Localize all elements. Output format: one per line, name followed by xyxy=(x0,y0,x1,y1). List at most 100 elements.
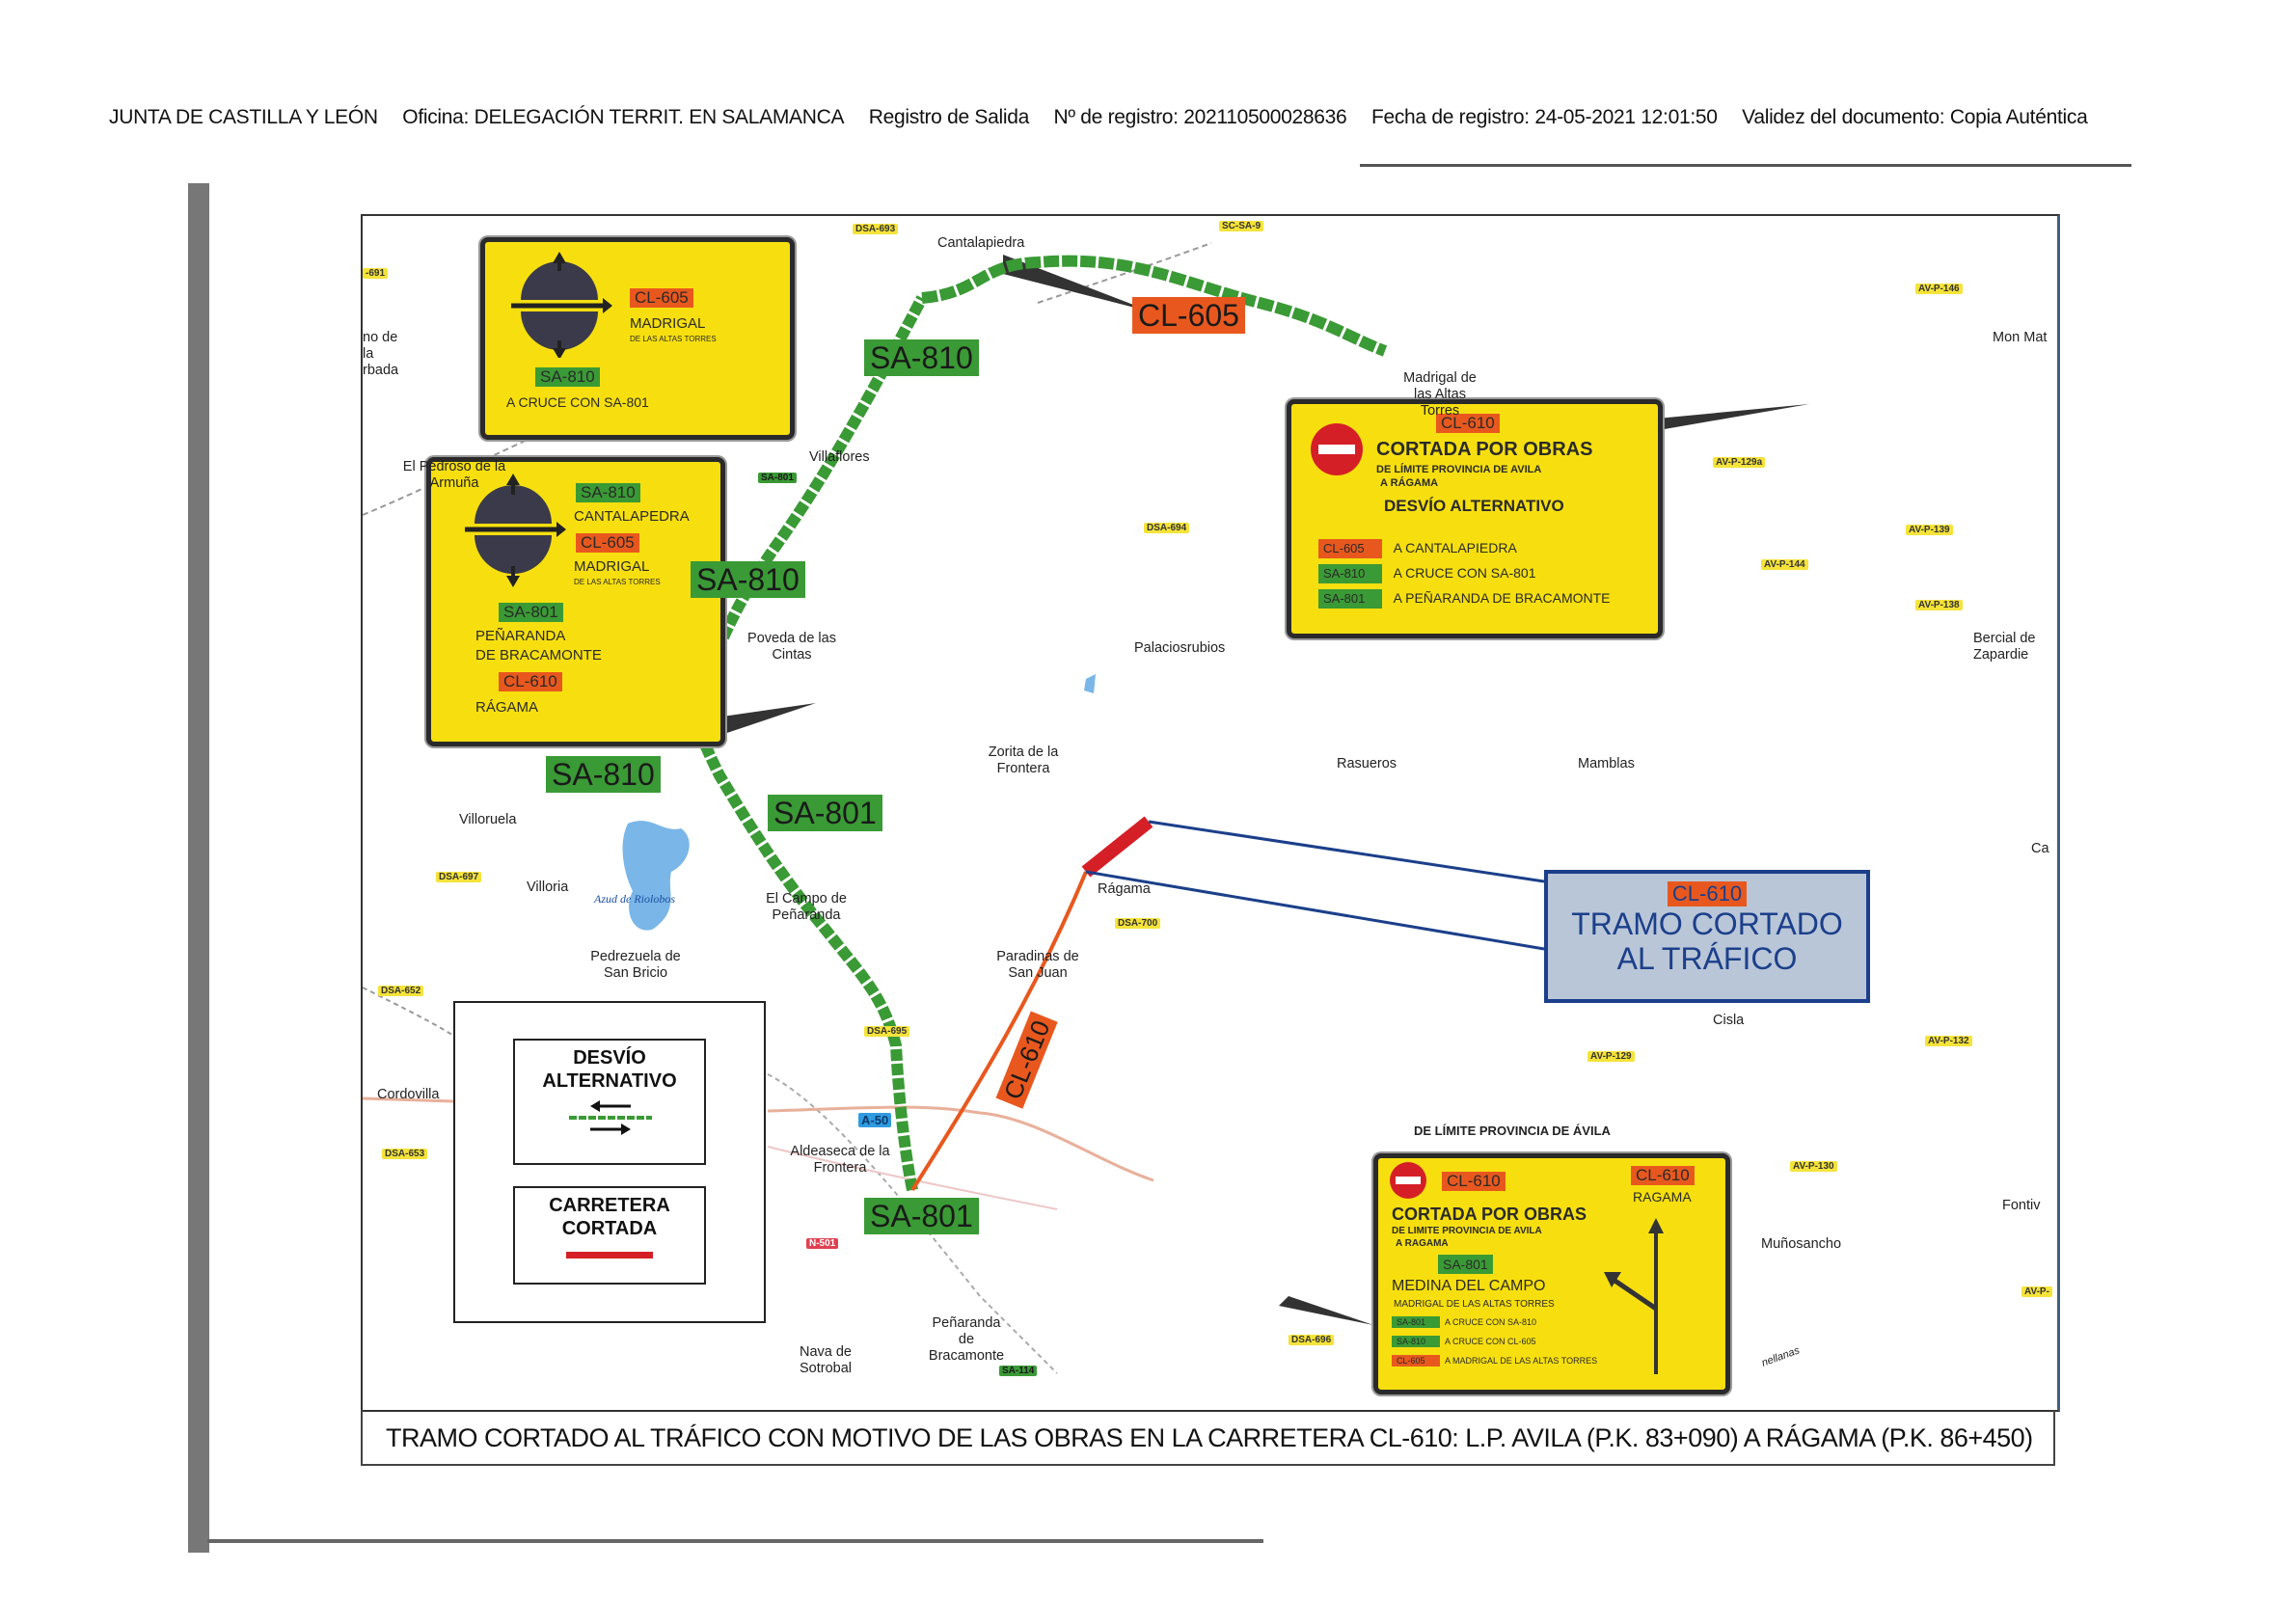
town-pedroso: El Pedroso de la Armuña xyxy=(402,459,506,491)
sign4-sa801: SA-801 xyxy=(1438,1255,1493,1274)
town-ca: Ca xyxy=(2031,841,2049,856)
sign3-row: CL-605 A CANTALAPIEDRA xyxy=(1318,539,1517,558)
shield-sa810-mid: SA-810 xyxy=(691,561,805,598)
legend-detour-line2: ALTERNATIVO xyxy=(542,1070,677,1092)
sign1-cl605: CL-605 xyxy=(630,288,693,308)
sign1-cruce: A CRUCE CON SA-801 xyxy=(506,394,649,410)
sign4-row: CL-605 A MADRIGAL DE LAS ALTAS TORRES xyxy=(1392,1355,1597,1367)
road-cl610 xyxy=(910,871,1088,1192)
sign4-madrigal: MADRIGAL DE LAS ALTAS TORRES xyxy=(1394,1299,1555,1310)
header-rule xyxy=(1360,164,2131,167)
sign3-row: SA-801 A PEÑARANDA DE BRACAMONTE xyxy=(1318,589,1611,609)
town-cerbada: no de la rbada xyxy=(363,330,399,378)
callout-tag: CL-610 xyxy=(1667,881,1748,907)
header-org: JUNTA DE CASTILLA Y LEÓN xyxy=(109,106,378,128)
detour-route-sa801 xyxy=(688,712,918,1192)
road-label: AV-P-132 xyxy=(1925,1036,1972,1046)
legend-closed-line2: CORTADA xyxy=(561,1218,658,1239)
sign-sa810-junction: SA-810 CANTALAPEDRA CL-605 MADRIGAL DE L… xyxy=(426,457,725,746)
town-cantalapiedra: Cantalapiedra xyxy=(937,235,1025,251)
road-label: SC-SA-9 xyxy=(1219,221,1264,231)
sign2-ragama: RÁGAMA xyxy=(475,699,539,716)
scan-frame-left xyxy=(188,183,209,1553)
road-label: AV-P-146 xyxy=(1915,284,1963,294)
sign4-ragama-right: RAGAMA xyxy=(1633,1189,1692,1204)
road-label: DSA-697 xyxy=(436,872,482,882)
town-munosancho: Muñosancho xyxy=(1761,1236,1842,1252)
sign3-row-tag: CL-605 xyxy=(1318,539,1382,558)
sign3-row-tag: SA-810 xyxy=(1318,564,1382,583)
shield-sa810-left: SA-810 xyxy=(546,756,661,793)
sign-pointer xyxy=(1637,404,1809,434)
town-palaciosrubios: Palaciosrubios xyxy=(1134,640,1226,656)
town-paradinas: Paradinas de San Juan xyxy=(996,949,1079,981)
sign3-row-tag: SA-801 xyxy=(1318,589,1382,609)
town-zorita: Zorita de la Frontera xyxy=(988,744,1059,776)
header-register-type: Registro de Salida xyxy=(868,106,1030,128)
sign4-title: CORTADA POR OBRAS xyxy=(1392,1204,1587,1224)
road-label: AV-P-129 xyxy=(1587,1051,1635,1062)
town-mamblas: Mamblas xyxy=(1578,756,1635,771)
callout-line2: AL TRÁFICO xyxy=(1616,941,1798,976)
road-label: A-50 xyxy=(858,1113,892,1127)
no-entry-icon xyxy=(1390,1162,1426,1199)
sign-pointer xyxy=(1279,1296,1373,1325)
sign4-row-tag: SA-810 xyxy=(1392,1336,1440,1347)
road-label: AV-P-139 xyxy=(1906,525,1953,535)
road-label: SA-114 xyxy=(999,1366,1038,1376)
legend-closed: CARRETERA CORTADA xyxy=(513,1186,706,1285)
sign2-cantalapedra: CANTALAPEDRA xyxy=(574,508,690,525)
sign2-sa801: SA-801 xyxy=(499,603,563,622)
roundabout-icon xyxy=(465,474,566,587)
town-villaflores: Villaflores xyxy=(809,449,870,465)
sign4-row-tag: SA-801 xyxy=(1392,1316,1440,1328)
sign2-cl605: CL-605 xyxy=(576,533,639,553)
town-poveda: Poveda de las Cintas xyxy=(747,631,836,663)
sign1-madrigal-sub: DE LAS ALTAS TORRES xyxy=(630,335,717,343)
road-label: DSA-693 xyxy=(853,224,899,234)
town-rasueros: Rasueros xyxy=(1337,756,1397,771)
town-penaranda: Peñaranda de Bracamonte xyxy=(928,1315,1005,1364)
town-bercial: Bercial de Zapardie xyxy=(1973,631,2036,663)
sign4-row: SA-801 A CRUCE CON SA-810 xyxy=(1392,1316,1536,1328)
sign4-row-text: A CRUCE CON SA-810 xyxy=(1445,1317,1537,1327)
highway-a50 xyxy=(363,1096,1154,1182)
town-madrigal: Madrigal de las Altas Torres xyxy=(1403,370,1477,419)
sign4-cl610-right: CL-610 xyxy=(1631,1166,1695,1185)
road-label: -691 xyxy=(363,268,389,279)
closed-line-icon xyxy=(566,1252,653,1259)
sign-cl610-closure-detour: CL-610 CORTADA POR OBRAS DE LÍMITE PROVI… xyxy=(1287,399,1663,638)
sign4-sub1: DE LIMITE PROVINCIA DE AVILA xyxy=(1392,1226,1542,1236)
sign-pointer xyxy=(1003,255,1153,312)
road-label: DSA-653 xyxy=(382,1149,428,1159)
sign1-madrigal: MADRIGAL xyxy=(630,315,706,332)
town-ragama: Rágama xyxy=(1098,881,1151,897)
sign4-medina: MEDINA DEL CAMPO xyxy=(1392,1278,1546,1294)
road-label: AV-P- xyxy=(2021,1286,2052,1297)
shield-cl605: CL-605 xyxy=(1132,297,1245,334)
sign3-cl610: CL-610 xyxy=(1436,414,1500,433)
sign3-row-text: A CRUCE CON SA-801 xyxy=(1393,565,1536,581)
sign2-madrigal-sub: DE LAS ALTAS TORRES xyxy=(574,578,661,586)
town-pedrezuela: Pedrezuela de San Bricio xyxy=(590,949,681,981)
sign4-row: SA-810 A CRUCE CON CL-605 xyxy=(1392,1336,1536,1347)
sign2-madrigal: MADRIGAL xyxy=(574,558,650,575)
header-register-date: Fecha de registro: 24-05-2021 12:01:50 xyxy=(1370,106,1718,128)
detour-route-cl605 xyxy=(921,255,1388,357)
sign4-row-text: A CRUCE CON CL-605 xyxy=(1445,1337,1536,1346)
town-aldeaseca: Aldeaseca de la Frontera xyxy=(790,1144,890,1176)
header-register-number: Nº de registro: 202110500028636 xyxy=(1053,106,1347,128)
province-limit-label: DE LÍMITE PROVINCIA DE ÁVILA xyxy=(1414,1123,1611,1138)
map-caption: TRAMO CORTADO AL TRÁFICO CON MOTIVO DE L… xyxy=(361,1410,2055,1466)
shield-sa810-top: SA-810 xyxy=(864,339,979,376)
sign3-title: CORTADA POR OBRAS xyxy=(1376,439,1593,460)
map-legend: DESVÍO ALTERNATIVO CARRETERA CORTADA xyxy=(453,1001,766,1323)
road-label: DSA-696 xyxy=(1289,1335,1335,1345)
sign4-row-tag: CL-605 xyxy=(1392,1355,1440,1367)
sign3-row-text: A PEÑARANDA DE BRACAMONTE xyxy=(1393,590,1611,606)
header-office: Oficina: DELEGACIÓN TERRIT. EN SALAMANCA xyxy=(402,106,845,128)
sign2-cl610: CL-610 xyxy=(499,672,562,691)
road-label: AV-P-129a xyxy=(1713,457,1766,468)
sign4-sub2: A RAGAMA xyxy=(1396,1238,1449,1249)
town-mon: Mon Mat xyxy=(1993,330,2048,345)
